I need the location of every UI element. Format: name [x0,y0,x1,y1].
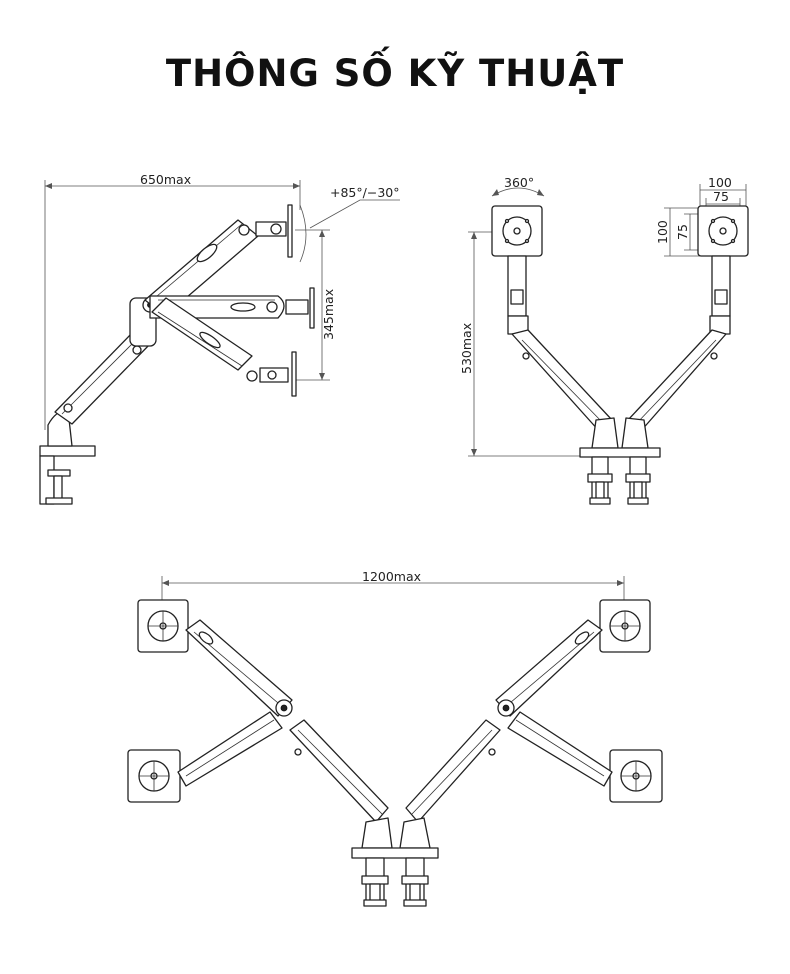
vesa-outer-height-label: 100 [655,220,670,244]
page-title: THÔNG SỐ KỸ THUẬT [165,52,625,95]
span-dimension: 1200max [161,569,625,604]
front-left-monitor [491,205,543,335]
front-height-label: 530max [459,323,474,374]
rotation-label: 360° [504,175,534,190]
front-arms [511,329,727,449]
top-left-upper-monitor [137,599,189,653]
front-view: 360° 100 75 100 75 [459,175,749,505]
vesa-height-dimensions: 100 75 [655,207,706,257]
vesa-outer-width-label: 100 [708,175,732,190]
vesa-width-dimensions: 100 75 [699,175,747,212]
side-width-label: 650max [140,172,191,187]
rotation-annotation: 360° [491,175,545,197]
top-left-lower-monitor [127,749,181,803]
side-height-label: 345max [321,289,336,340]
top-view: 1200max [127,569,663,907]
top-left-arms [177,619,393,849]
span-label: 1200max [362,569,421,584]
side-clamp [39,409,96,505]
tilt-label: +85°/−30° [330,185,399,200]
side-upper-arm-lowered [151,297,297,397]
top-right-lower-monitor [609,749,663,803]
front-right-monitor [697,205,749,335]
vesa-inner-width-label: 75 [713,189,729,204]
side-width-dimension: 650max [44,172,301,430]
top-right-arms [399,619,613,849]
top-clamp [351,847,439,907]
side-view: 650max +85°/−30° 345max [39,172,400,505]
tilt-annotation: +85°/−30° [299,185,400,263]
vesa-inner-height-label: 75 [675,224,690,240]
front-height-dimension: 530max [459,231,600,457]
top-right-upper-monitor [599,599,651,653]
front-clamp [579,447,661,505]
side-height-dimension: 345max [295,229,336,381]
